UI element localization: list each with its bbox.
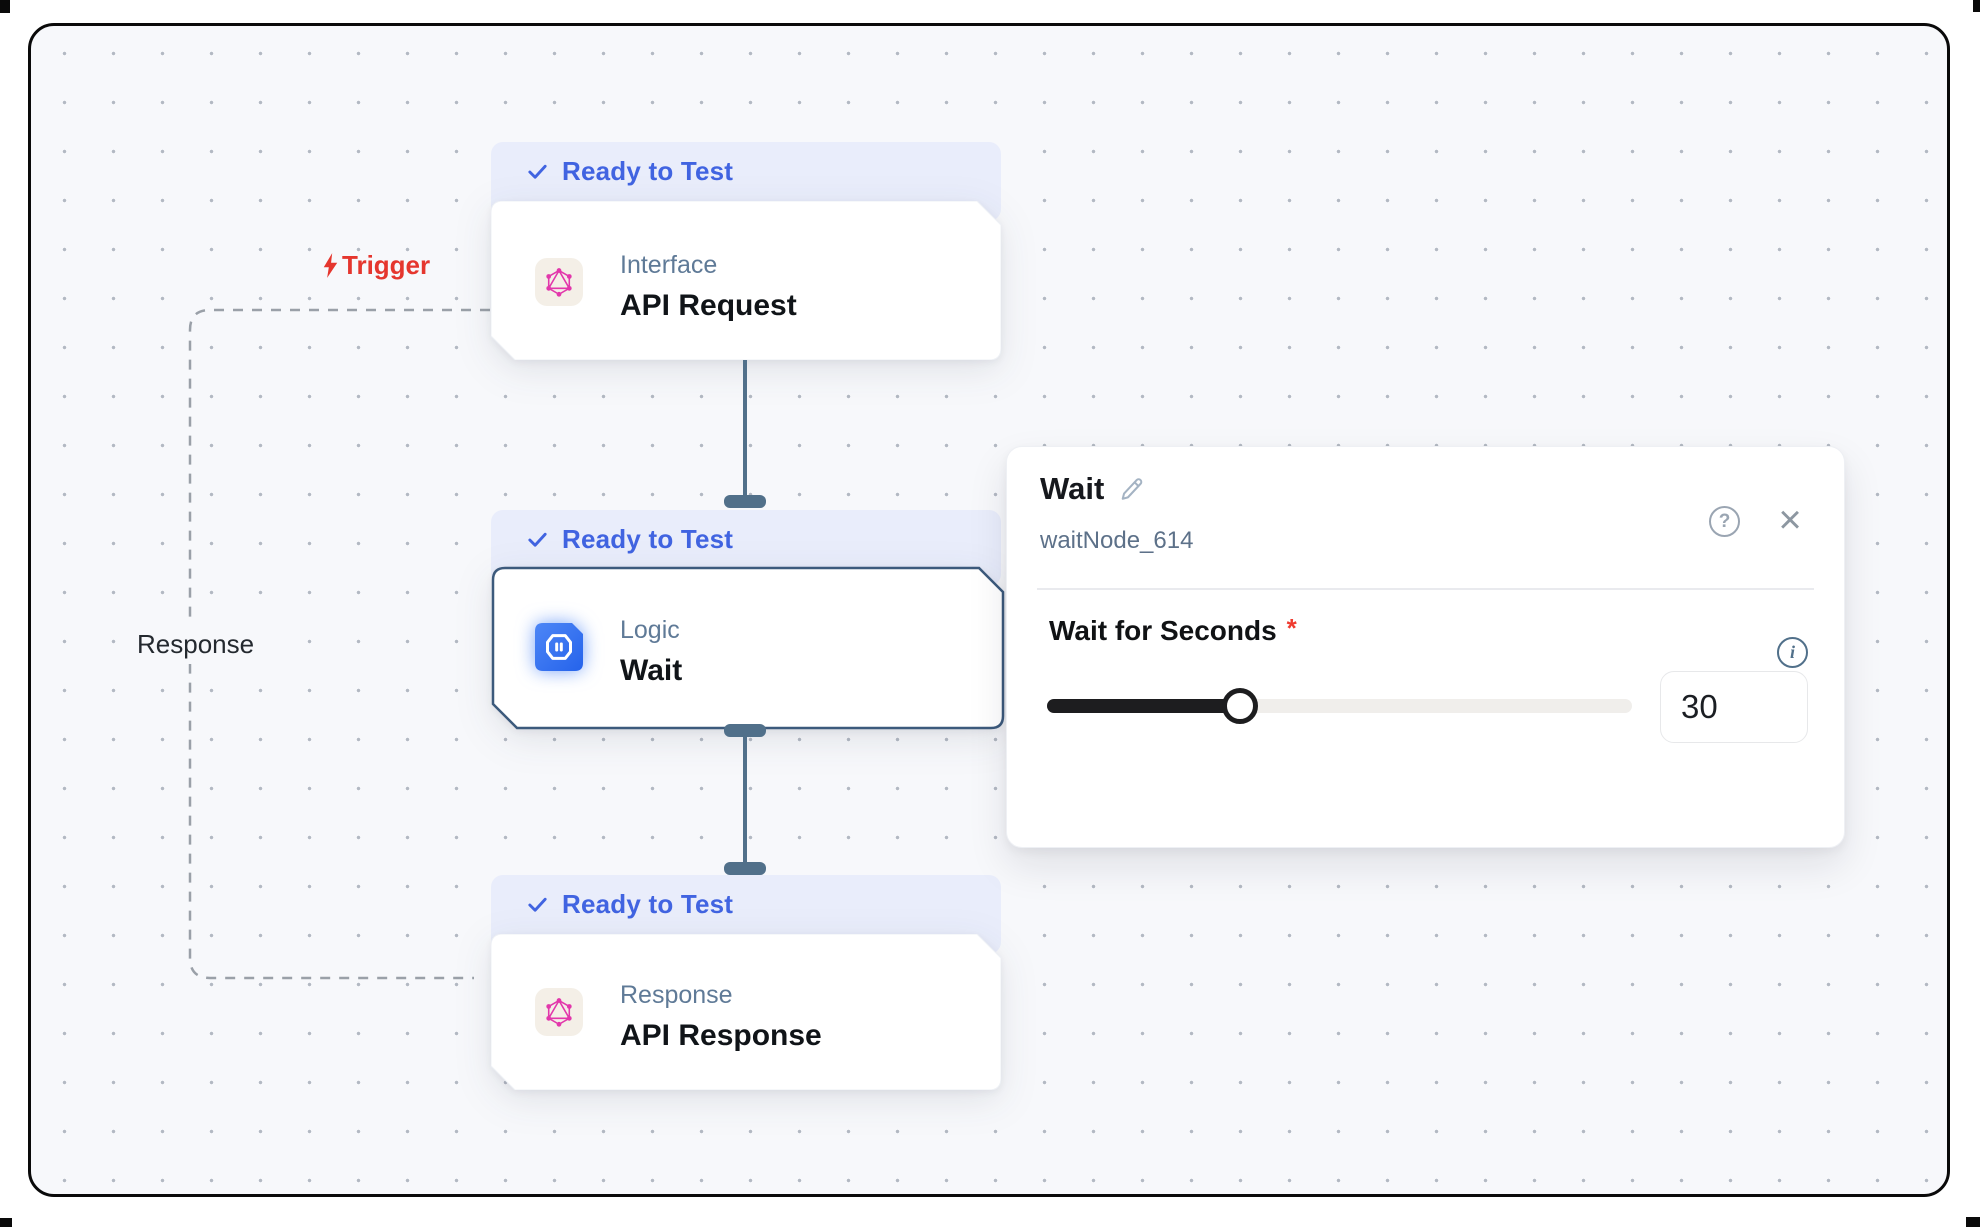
pencil-icon[interactable] — [1118, 476, 1145, 503]
connector-line — [743, 360, 747, 500]
node-body-selected — [491, 566, 1005, 730]
info-icon[interactable]: i — [1777, 637, 1808, 668]
crop-mark — [0, 1218, 12, 1227]
crop-mark — [0, 0, 10, 13]
response-edge-label: Response — [123, 625, 269, 664]
field-label: Wait for Seconds — [1049, 615, 1277, 646]
required-marker: * — [1286, 613, 1297, 643]
pause-icon — [535, 623, 583, 671]
wait-seconds-slider[interactable] — [1047, 688, 1632, 724]
node-api-response[interactable]: Ready to Test — [491, 875, 1001, 1090]
node-title: API Request — [620, 289, 797, 322]
workflow-canvas[interactable]: Trigger Response Ready to Test — [28, 23, 1950, 1197]
check-icon — [528, 897, 547, 912]
node-body — [491, 201, 1001, 360]
node-properties-panel: Wait waitNode_614 ? × Wait for Seconds *… — [1006, 446, 1845, 848]
panel-node-id: waitNode_614 — [1040, 527, 1194, 554]
close-icon[interactable]: × — [1778, 498, 1802, 542]
node-category: Response — [620, 981, 733, 1009]
node-status-text: Ready to Test — [562, 889, 734, 919]
node-category: Logic — [620, 616, 680, 644]
graphql-icon — [535, 988, 583, 1036]
trigger-label-text: Trigger — [342, 250, 431, 280]
slider-fill — [1047, 699, 1241, 713]
check-icon — [528, 532, 547, 547]
connector-port[interactable] — [724, 495, 766, 508]
panel-title: Wait — [1040, 471, 1105, 506]
crop-mark — [1973, 0, 1980, 12]
node-title: Wait — [620, 654, 683, 687]
response-label-text: Response — [137, 629, 255, 659]
lightning-icon — [323, 253, 338, 278]
check-icon — [528, 164, 547, 179]
connector-line — [743, 732, 747, 868]
node-category: Interface — [620, 251, 718, 279]
node-status-text: Ready to Test — [562, 524, 734, 554]
trigger-edge-label: Trigger — [321, 250, 430, 281]
connector-port[interactable] — [724, 862, 766, 875]
connector-port[interactable] — [724, 724, 766, 737]
node-wait[interactable]: Ready to Test — [491, 510, 1005, 730]
wait-seconds-input[interactable] — [1660, 671, 1808, 743]
panel-divider — [1037, 588, 1814, 590]
node-api-request[interactable]: Ready to Test — [491, 142, 1001, 360]
crop-mark — [1966, 1217, 1980, 1227]
help-icon[interactable]: ? — [1709, 506, 1740, 537]
graphql-icon — [535, 258, 583, 306]
node-status-text: Ready to Test — [562, 156, 734, 186]
slider-thumb[interactable] — [1222, 688, 1259, 724]
node-title: API Response — [620, 1019, 822, 1052]
node-body — [491, 934, 1001, 1090]
